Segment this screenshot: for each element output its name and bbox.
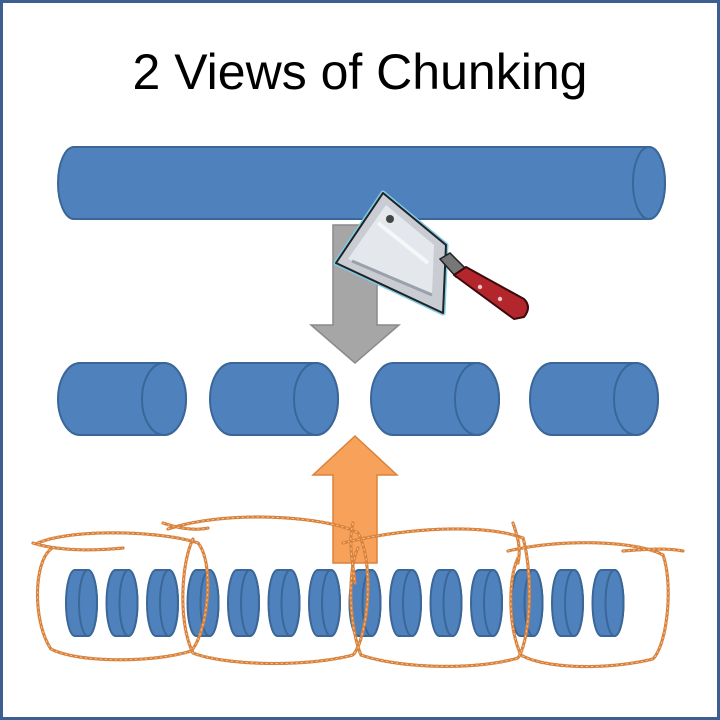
rope-highlight	[162, 522, 209, 530]
whole-cylinder	[57, 146, 666, 220]
whole-cylinder-body	[57, 146, 666, 220]
small-disc-row	[65, 569, 625, 637]
small-disc	[186, 569, 220, 637]
rope-icon	[31, 515, 685, 669]
rope-highlight	[507, 542, 669, 668]
chunk-cylinder	[370, 362, 500, 436]
small-disc	[65, 569, 98, 637]
rope-highlight	[512, 522, 520, 564]
small-disc	[227, 569, 260, 637]
small-disc	[146, 569, 179, 637]
chunk-cylinders	[57, 362, 659, 436]
small-disc	[429, 569, 463, 637]
slide-title: 2 Views of Chunking	[132, 44, 588, 100]
rope-highlight	[622, 548, 684, 552]
rope-strand	[31, 541, 125, 552]
chunk-cylinder	[529, 362, 659, 436]
rope-highlight	[167, 516, 369, 664]
up-arrow	[311, 434, 399, 564]
small-disc	[551, 569, 584, 637]
chunk-cylinder	[209, 362, 339, 436]
small-disc	[267, 569, 301, 637]
small-disc	[470, 569, 503, 637]
rope-highlight	[37, 532, 209, 661]
small-disc	[389, 569, 422, 637]
rope-highlight	[350, 522, 356, 584]
small-disc	[308, 569, 341, 637]
cleaver-icon	[333, 190, 529, 320]
rope-highlight	[342, 528, 530, 667]
rope-highlight	[32, 542, 124, 551]
small-disc	[105, 569, 139, 637]
small-disc	[591, 569, 625, 637]
diagram-canvas	[31, 146, 685, 669]
chunk-cylinder	[57, 362, 187, 436]
